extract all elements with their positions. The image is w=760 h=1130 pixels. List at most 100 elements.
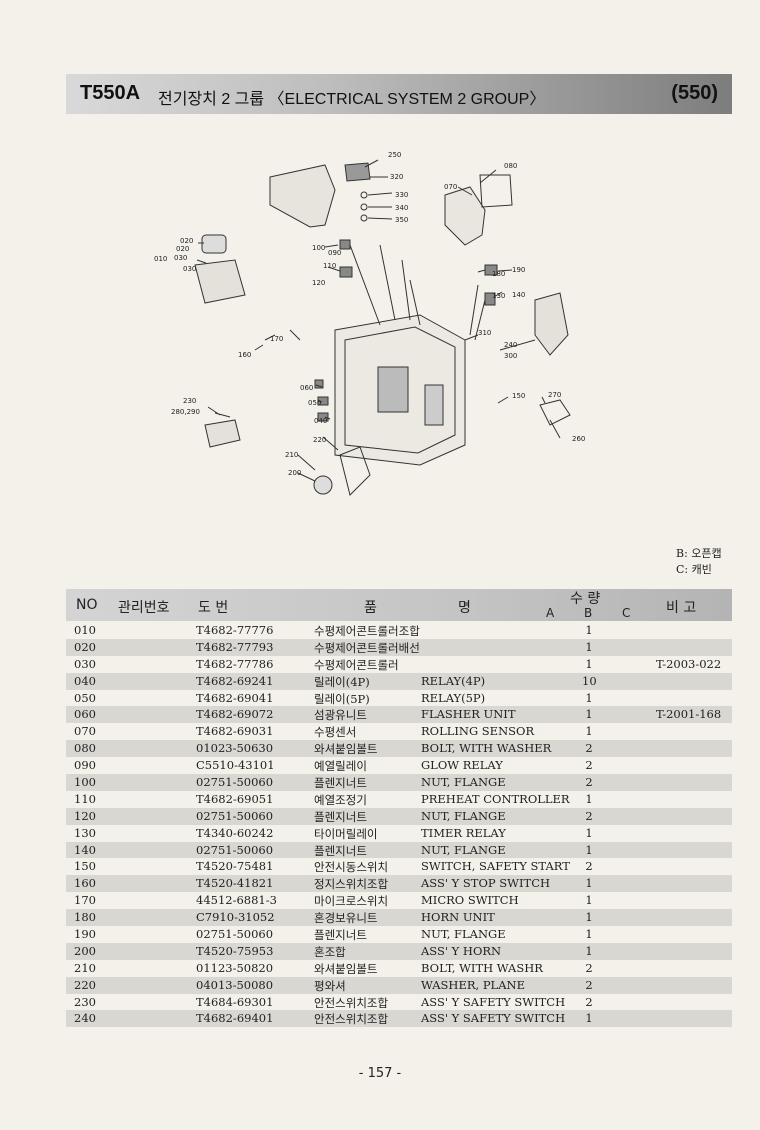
row-name-kr: 플렌지너트	[314, 809, 367, 824]
row-name-kr: 안전스위치조합	[314, 995, 389, 1010]
row-no: 190	[74, 927, 96, 942]
col-qty-b: B	[584, 606, 593, 620]
row-no: 150	[74, 859, 96, 874]
row-part-number: T4682-69072	[196, 707, 274, 722]
svg-text:040: 040	[314, 417, 327, 425]
col-mgmt: 관리번호	[118, 600, 170, 616]
row-qty: 2	[585, 994, 593, 1009]
svg-text:350: 350	[395, 216, 408, 224]
row-no: 130	[74, 825, 96, 840]
row-no: 020	[74, 639, 96, 654]
row-qty: 1	[585, 707, 593, 722]
row-qty: 2	[585, 859, 593, 874]
svg-text:190: 190	[512, 266, 525, 274]
svg-text:330: 330	[395, 191, 408, 199]
row-part-number: T4682-77793	[196, 639, 274, 654]
row-name-kr: 수평센서	[314, 725, 357, 740]
row-part-number: T4682-69241	[196, 673, 274, 688]
row-part-number: T4682-69041	[196, 690, 274, 705]
svg-text:010: 010	[154, 255, 167, 263]
row-part-number: 04013-50080	[196, 977, 274, 992]
row-part-number: T4682-77776	[196, 623, 274, 637]
exploded-parts-diagram: 250 320 330 340 350 080 070 020 020 010 …	[154, 151, 585, 496]
row-name-kr: 안전스위치조합	[314, 1012, 389, 1027]
row-part-number: 44512-6881-3	[196, 893, 277, 908]
svg-text:170: 170	[270, 335, 283, 343]
row-part-number: 02751-50060	[196, 808, 274, 823]
table-header: NO 관리번호 도 번 품 명 수 량 A B C 비 고	[66, 589, 732, 621]
row-qty: 1	[585, 910, 593, 925]
col-no: NO	[76, 597, 98, 613]
row-part-number: 01123-50820	[196, 960, 274, 975]
row-part-number: T4682-69031	[196, 724, 274, 739]
row-part-number: T4684-69301	[196, 994, 274, 1009]
row-qty: 1	[585, 690, 593, 705]
row-name-en: ASS' Y SAFETY SWITCH	[421, 1011, 566, 1026]
row-name-en: NUT, FLANGE	[421, 775, 506, 790]
row-no: 210	[74, 960, 96, 975]
row-no: 240	[74, 1011, 96, 1026]
row-name-en: NUT, FLANGE	[421, 808, 506, 823]
svg-text:110: 110	[323, 262, 336, 270]
svg-text:140: 140	[512, 291, 525, 299]
row-name-en: TIMER RELAY	[421, 825, 506, 840]
row-no: 010	[74, 623, 96, 637]
diagram-callouts: 250 320 330 340 350 080 070 020 020 010 …	[154, 151, 585, 477]
row-name-kr: 타이머릴레이	[314, 826, 378, 841]
row-remarks: T-2003-022	[656, 656, 722, 671]
row-name-kr: 혼조합	[314, 944, 346, 959]
row-remarks: T-2001-168	[656, 707, 722, 722]
row-qty: 1	[585, 656, 593, 671]
svg-text:120: 120	[312, 279, 325, 287]
svg-text:130: 130	[492, 292, 505, 300]
section-code: (550)	[671, 82, 718, 104]
row-name-kr: 플렌지너트	[314, 928, 367, 943]
col-remarks: 비 고	[666, 600, 697, 616]
row-part-number: T4520-75481	[196, 859, 274, 874]
row-name-kr: 플렌지너트	[314, 843, 367, 858]
row-qty: 1	[585, 943, 593, 958]
row-part-number: T4682-69401	[196, 1011, 274, 1026]
row-name-kr: 릴레이(5P)	[314, 691, 370, 706]
svg-text:030: 030	[174, 254, 187, 262]
row-qty: 1	[585, 927, 593, 942]
svg-text:060: 060	[300, 384, 313, 392]
table-row: 240 T4682-69401 안전스위치조합 ASS' Y SAFETY SWITC…	[66, 1010, 732, 1028]
row-name-en: FLASHER UNIT	[421, 707, 516, 722]
svg-text:240: 240	[504, 341, 517, 349]
row-name-kr: 정지스위치조합	[314, 877, 389, 892]
row-qty: 1	[585, 639, 593, 654]
svg-text:160: 160	[238, 351, 251, 359]
row-qty: 2	[585, 977, 593, 992]
row-no: 160	[74, 876, 96, 891]
row-name-en: WASHER, PLANE	[421, 977, 525, 992]
row-no: 080	[74, 741, 96, 756]
svg-text:320: 320	[390, 173, 403, 181]
row-part-number: T4520-41821	[196, 876, 274, 891]
legend: B: 오픈캡 C: 캐빈	[676, 546, 722, 578]
row-name-en: GLOW RELAY	[421, 758, 503, 773]
row-name-en: BOLT, WITH WASHER	[421, 741, 552, 756]
row-name-kr: 마이크로스위치	[314, 894, 389, 909]
row-name-en: RELAY(5P)	[421, 690, 486, 705]
row-qty: 1	[585, 724, 593, 739]
row-no: 230	[74, 994, 96, 1009]
row-no: 140	[74, 842, 96, 857]
row-name-en: MICRO SWITCH	[421, 893, 519, 908]
row-qty: 2	[585, 960, 593, 975]
row-part-number: 01023-50630	[196, 741, 274, 756]
row-qty: 1	[585, 623, 593, 637]
svg-text:020: 020	[176, 245, 189, 253]
